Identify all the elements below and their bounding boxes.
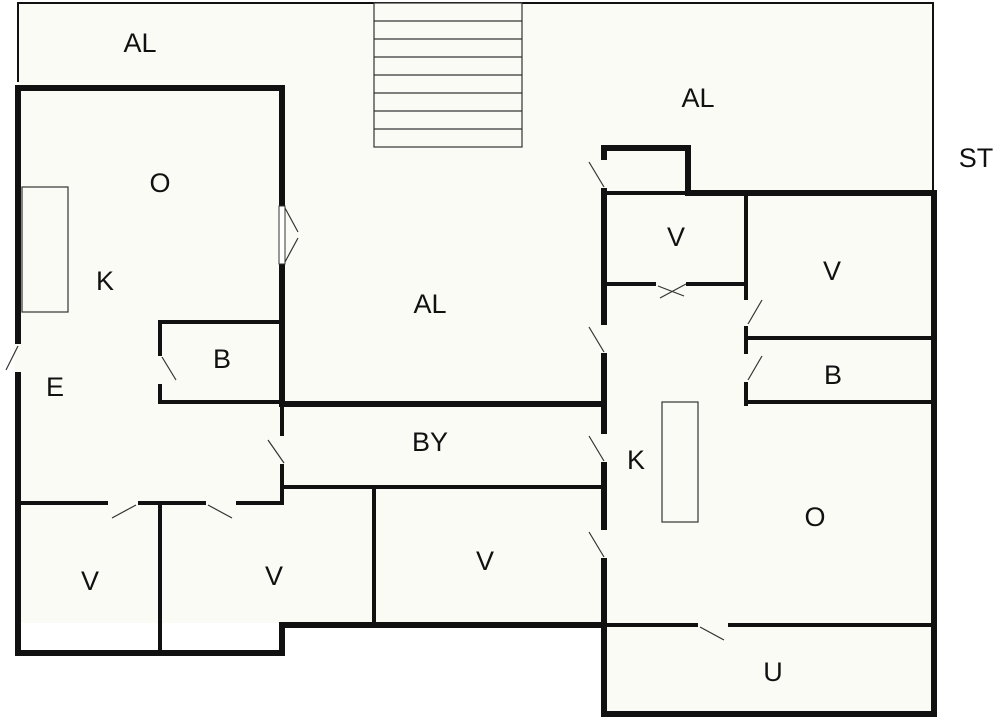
doors (5, 160, 763, 641)
room-labels: AL AL AL ST O K B E BY V V V V V B K O U (46, 28, 993, 687)
right-apartment-walls (601, 145, 937, 717)
label-v-right-large: V (823, 256, 841, 286)
label-al-center: AL (413, 289, 446, 319)
label-by: BY (412, 427, 448, 457)
label-b-right: B (824, 360, 842, 390)
label-u: U (763, 657, 783, 687)
label-v-bottom-2: V (265, 561, 283, 591)
label-k-left: K (96, 266, 114, 296)
label-b-left: B (213, 344, 231, 374)
kitchen-counter-right (661, 401, 699, 523)
staircase (373, 2, 523, 148)
label-e-left: E (46, 372, 64, 402)
label-o-right: O (804, 502, 825, 532)
label-o-left: O (149, 168, 170, 198)
label-st: ST (959, 143, 994, 173)
kitchen-counter-left (21, 186, 69, 313)
label-k-right: K (627, 445, 645, 475)
label-v-bottom-3: V (476, 546, 494, 576)
label-v-bottom-1: V (81, 566, 99, 596)
label-al-top-left: AL (123, 28, 156, 58)
u-room-fill (604, 620, 934, 714)
label-v-right-small: V (667, 222, 685, 252)
label-al-top-right: AL (681, 83, 714, 113)
